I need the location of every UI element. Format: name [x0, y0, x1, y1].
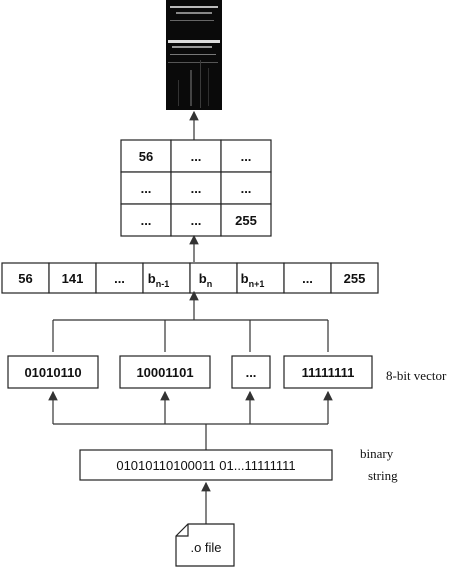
- matrix-cell-value: ...: [241, 149, 252, 164]
- object-file-icon: .o file: [175, 523, 235, 567]
- byte-cell-value: ...: [114, 271, 125, 286]
- byte-cell-value: 141: [62, 271, 84, 286]
- byte-cell-value: 56: [18, 271, 32, 286]
- byte-value: b: [199, 271, 207, 286]
- bit-vector-box: 10001101: [119, 355, 211, 389]
- byte-subscript: n: [207, 279, 213, 289]
- bit-vector-value: 10001101: [136, 365, 193, 380]
- bit-vectors: 01010110 10001101... 11111111: [7, 355, 373, 389]
- byte-cell-value: bn-1: [148, 271, 169, 289]
- bit-vector-value: 01010110: [24, 365, 81, 380]
- byte-cell-value: bn+1: [241, 271, 265, 289]
- bit-vector-value: 11111111: [302, 365, 355, 380]
- matrix-cell: 255: [220, 203, 272, 237]
- matrix-cell-value: 255: [235, 213, 257, 228]
- matrix-cell: ...: [220, 171, 272, 205]
- matrix-cell-value: ...: [141, 213, 152, 228]
- matrix-cell-value: 56: [139, 149, 153, 164]
- matrix-cell: 56: [120, 139, 172, 173]
- byte-value: 56: [18, 271, 32, 286]
- grayscale-image: [166, 0, 222, 110]
- byte-cell: 141: [48, 262, 97, 294]
- byte-value: b: [241, 271, 249, 286]
- matrix-cell: ...: [170, 139, 222, 173]
- vector-to-row-connector: [52, 290, 329, 352]
- byte-cell: bn: [189, 262, 238, 294]
- byte-value: ...: [114, 271, 125, 286]
- matrix-cell-value: ...: [191, 149, 202, 164]
- matrix-cell-value: ...: [191, 213, 202, 228]
- bit-vector-box: ...: [231, 355, 271, 389]
- byte-cell-value: 255: [344, 271, 366, 286]
- byte-cell: ...: [283, 262, 332, 294]
- binary-label-line2: string: [368, 468, 398, 483]
- matrix-cell: ...: [220, 139, 272, 173]
- byte-subscript: n+1: [249, 279, 265, 289]
- file-label: .o file: [190, 540, 221, 555]
- matrix-cell: ...: [170, 171, 222, 205]
- byte-subscript: n-1: [156, 279, 170, 289]
- byte-value: 141: [62, 271, 84, 286]
- byte-cell-value: ...: [302, 271, 313, 286]
- matrix-cell-value: ...: [191, 181, 202, 196]
- byte-value: b: [148, 271, 156, 286]
- byte-cell: ...: [95, 262, 144, 294]
- byte-cell: 255: [330, 262, 379, 294]
- binary-label-line1: binary: [360, 446, 394, 461]
- byte-cell: bn-1: [142, 262, 191, 294]
- bit-vector-box: 01010110: [7, 355, 99, 389]
- matrix-cell: ...: [120, 203, 172, 237]
- binary-to-vector-connector: [48, 390, 333, 450]
- matrix-cell-value: ...: [241, 181, 252, 196]
- matrix-cell-value: ...: [141, 181, 152, 196]
- byte-value: ...: [302, 271, 313, 286]
- matrix-cell: ...: [170, 203, 222, 237]
- byte-value: 255: [344, 271, 366, 286]
- byte-cell-value: bn: [199, 271, 212, 289]
- byte-cell: bn+1: [236, 262, 285, 294]
- byte-cell: 56: [1, 262, 50, 294]
- byte-matrix: 56..................... 255: [120, 139, 272, 237]
- bit-vector-value: ...: [246, 365, 257, 380]
- matrix-cell: ...: [120, 171, 172, 205]
- binary-string-value: 01010110100011 01...11111111: [116, 458, 295, 473]
- vector-label: 8-bit vector: [386, 368, 447, 383]
- binary-string-box: 01010110100011 01...11111111: [79, 449, 333, 481]
- bit-vector-box: 11111111: [283, 355, 373, 389]
